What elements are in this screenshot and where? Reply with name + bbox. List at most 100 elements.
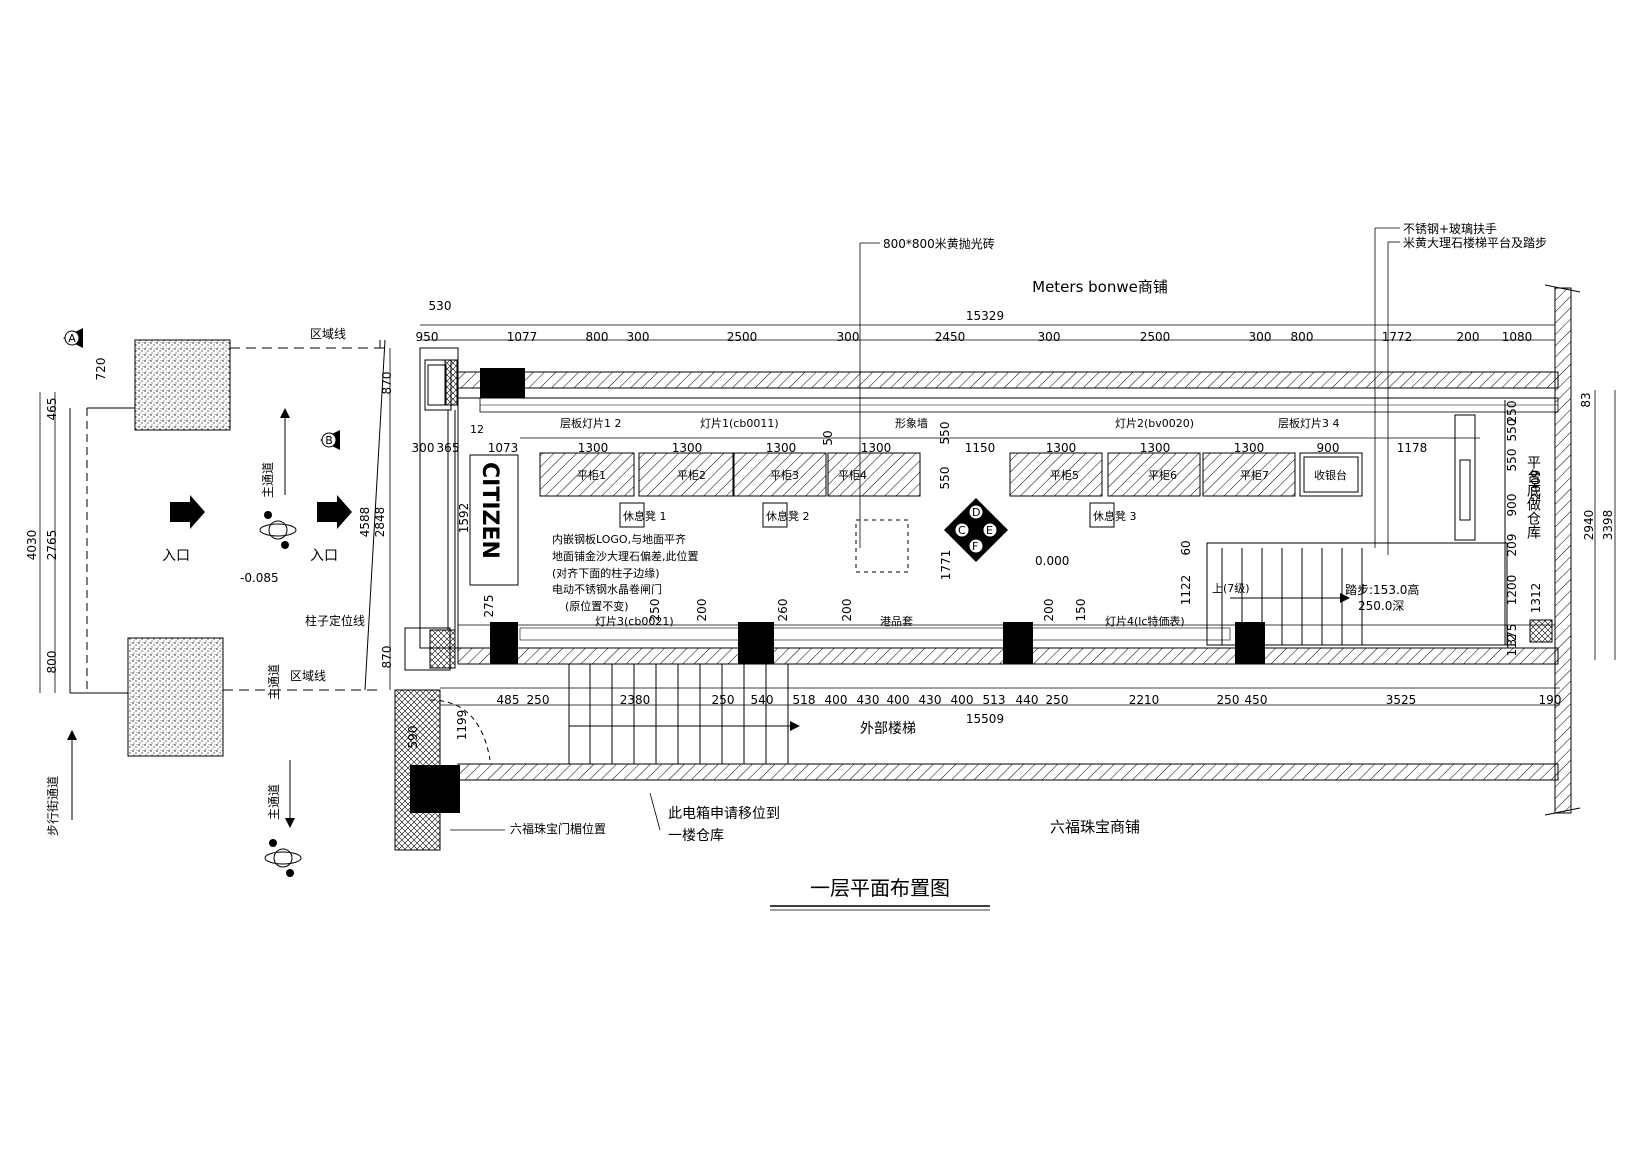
label-entrance-1: 入口	[162, 548, 190, 564]
note-electric-box-2: 一楼仓库	[668, 828, 724, 844]
axis-label-a: A	[68, 332, 76, 345]
dimension-label: 2940	[1582, 510, 1596, 541]
note-outer-stair: 外部楼梯	[860, 721, 916, 737]
dimension-label: 4588	[358, 507, 372, 538]
counter-label-4: 平柜4	[838, 469, 867, 482]
axis-markers	[63, 328, 340, 450]
outer-stair	[429, 664, 800, 764]
dimension-label: 250	[1217, 693, 1240, 707]
dimension-label: 2210	[1129, 693, 1160, 707]
central-display	[855, 498, 1008, 573]
dimension-label: 950	[416, 330, 439, 344]
dimension-label: 550	[1505, 419, 1519, 442]
dim-total-bottom: 15509	[966, 712, 1004, 726]
dimension-label: 400	[825, 693, 848, 707]
dimension-label: 400	[887, 693, 910, 707]
lamp-label-5: 层板灯片3 4	[1278, 416, 1340, 430]
counter-label-8: 收银台	[1314, 468, 1347, 482]
dimension-label: 300	[1038, 330, 1061, 344]
counter-label-7: 平柜7	[1240, 469, 1269, 482]
lamp-label-2: 灯片1(cb0011)	[700, 417, 779, 430]
lamp-label-4: 灯片2(bv0020)	[1115, 417, 1194, 430]
dimension-label: 1150	[965, 441, 996, 455]
dimension-label: 2765	[45, 530, 59, 561]
label-pedestrian: 步行街通道	[46, 776, 60, 836]
dimension-label: 465	[45, 398, 59, 421]
dimension-label: 200	[695, 599, 709, 622]
dimension-label: 300	[1249, 330, 1272, 344]
dim-total-top: 15329	[966, 309, 1004, 323]
dimension-label: 250	[712, 693, 735, 707]
note-handrail: 不锈钢+玻璃扶手	[1403, 221, 1497, 236]
dimension-label: 3398	[1601, 510, 1615, 541]
person-icon-1	[259, 511, 297, 549]
counters	[539, 452, 1363, 497]
rest-seat-label-1: 休息凳 1	[623, 509, 667, 523]
dimension-label: 1772	[1382, 330, 1413, 344]
dimension-label: 112	[1505, 634, 1519, 657]
note-stair-up: 上(7级)	[1212, 582, 1250, 595]
note-electric-box-1: 此电箱申请移位到	[668, 806, 780, 822]
counter-label-1: 平柜1	[577, 469, 606, 482]
entrance-arrows	[170, 495, 352, 529]
bottom-wall	[457, 622, 1559, 665]
dimension-label: 400	[951, 693, 974, 707]
dim-530: 530	[429, 299, 452, 313]
dimension-label: 2009	[1529, 470, 1543, 501]
note-stair-spec-1: 踏步:153.0高	[1345, 582, 1419, 597]
note-floor-tile: 800*800米黄抛光砖	[883, 236, 995, 251]
note-door-position: 六福珠宝门楣位置	[510, 821, 606, 836]
label-zone-line-top: 区域线	[310, 327, 346, 341]
dimension-label: 485	[497, 693, 520, 707]
note-logo-2: 地面铺金沙大理石偏差,此位置	[552, 549, 699, 563]
dimension-label: 190	[1539, 693, 1562, 707]
dimension-label: 870	[380, 646, 394, 669]
dimension-label: 83	[1579, 392, 1593, 407]
note-stair-platform: 米黄大理石楼梯平台及踏步	[1403, 235, 1547, 250]
counter-label-5: 平柜5	[1050, 469, 1079, 482]
dimension-label: 300	[837, 330, 860, 344]
counter-label-2: 平柜2	[677, 469, 706, 482]
dimension-label: 1592	[457, 503, 471, 534]
axis-label-b: B	[325, 434, 333, 447]
dimension-label: 2500	[1140, 330, 1171, 344]
note-logo-1: 内嵌钢板LOGO,与地面平齐	[552, 532, 686, 546]
label-entrance-2: 入口	[310, 548, 338, 564]
dimension-label: 1080	[1502, 330, 1533, 344]
dimension-label: 260	[776, 599, 790, 622]
dimension-label: 800	[586, 330, 609, 344]
dimension-label: 275	[482, 595, 496, 618]
dimension-label: 2450	[935, 330, 966, 344]
dimension-label: 550	[938, 422, 952, 445]
dimension-label: 365	[437, 441, 460, 455]
citizen-logo: CITIZEN	[477, 462, 502, 559]
dimension-label: 590	[406, 726, 420, 749]
lamp-label-1: 层板灯片1 2	[560, 416, 622, 430]
lamp-label-8: 港品套	[880, 615, 913, 628]
dimension-label: 300	[627, 330, 650, 344]
dimension-label: 540	[751, 693, 774, 707]
dimension-label: 209	[1505, 534, 1519, 557]
corridor-wall	[410, 763, 1559, 813]
level-marker-2: 0.000	[1035, 554, 1069, 568]
dimension-label: 50	[821, 430, 835, 445]
dimension-label: 200	[840, 599, 854, 622]
dimension-label: 1200	[1505, 575, 1519, 606]
display-letter-e: E	[986, 524, 993, 537]
dimension-label: 450	[1245, 693, 1268, 707]
dimension-label: 870	[380, 372, 394, 395]
dimension-label: 430	[919, 693, 942, 707]
dimension-label: 1077	[507, 330, 538, 344]
dimension-label: 150	[1074, 599, 1088, 622]
person-icon-2	[264, 839, 302, 877]
dimension-label: 60	[1179, 540, 1193, 555]
display-letter-c: C	[958, 524, 966, 537]
rest-seat-label-3: 休息凳 3	[1093, 509, 1137, 523]
right-wall	[1544, 284, 1581, 816]
dimension-label: 1300	[1140, 441, 1171, 455]
dimension-lines	[39, 227, 1616, 831]
dimension-label: 250	[648, 599, 662, 622]
dimension-label: 900	[1317, 441, 1340, 455]
